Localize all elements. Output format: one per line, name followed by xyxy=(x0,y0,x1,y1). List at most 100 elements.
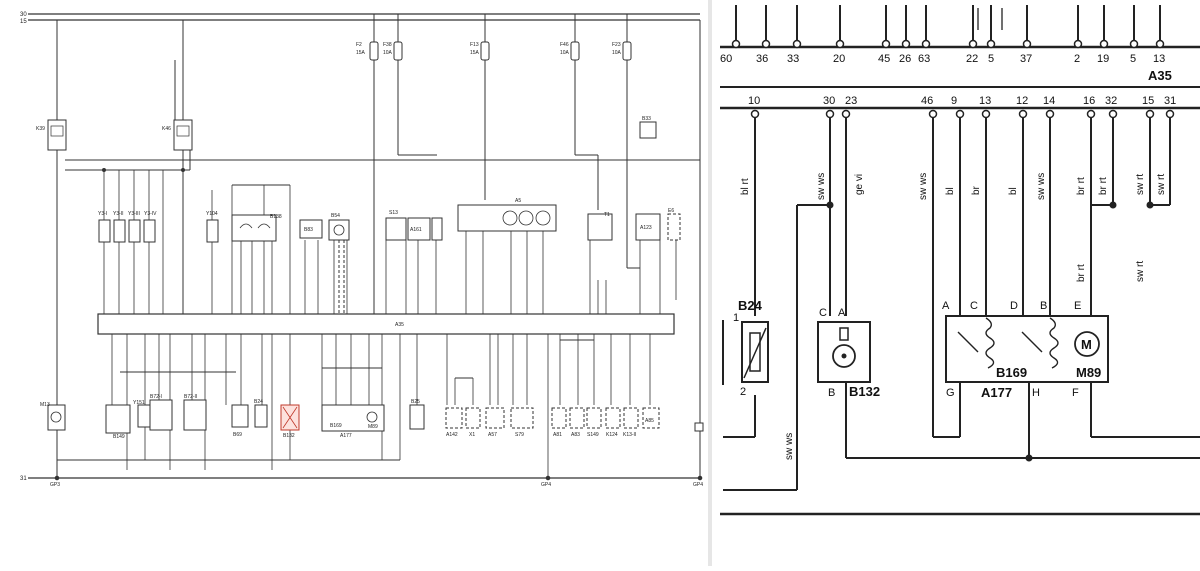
label-b54: B54 xyxy=(331,213,340,219)
label-a161: A161 xyxy=(410,227,422,233)
top-terminal-12 xyxy=(1099,39,1109,49)
top-pin-3: 33 xyxy=(787,53,799,65)
label-a81: A81 xyxy=(553,432,562,438)
top-terminal-5 xyxy=(881,39,891,49)
fuse-label-f38: F38 xyxy=(383,42,392,48)
wire-color-4: sw ws xyxy=(918,173,929,200)
b24-pin-2: 2 xyxy=(740,386,746,398)
top-pin-2: 36 xyxy=(756,53,768,65)
panel-divider xyxy=(708,0,712,566)
injector-y3-iii xyxy=(128,219,141,243)
sensor-b138 xyxy=(231,214,277,242)
switch-s13 xyxy=(385,217,407,241)
injector-y3-i xyxy=(98,219,111,243)
top-terminal-14 xyxy=(1155,39,1165,49)
top-pin-8: 22 xyxy=(966,53,978,65)
wire-color-8: sw ws xyxy=(1036,173,1047,200)
module-a142 xyxy=(445,407,463,429)
valve-y151 xyxy=(137,404,151,428)
lower-pin-23: 23 xyxy=(845,95,857,107)
label-s79: S79 xyxy=(515,432,524,438)
sensor-b69 xyxy=(231,404,249,428)
lower-terminal-3 xyxy=(841,109,851,119)
relay-k39 xyxy=(47,119,67,151)
module-a81 xyxy=(551,407,567,429)
pot-b169-2 xyxy=(1049,317,1059,369)
wire-color-15: sw ws xyxy=(784,433,795,460)
label-b132: B132 xyxy=(849,384,880,399)
lower-terminal-7 xyxy=(1018,109,1028,119)
valve-y104 xyxy=(206,219,219,243)
top-pin-1: 60 xyxy=(720,53,732,65)
a177-pin-c: C xyxy=(970,300,978,312)
relay-k46 xyxy=(173,119,193,151)
label-b83: B83 xyxy=(304,227,313,233)
label-a123: A123 xyxy=(640,225,652,231)
lower-terminal-8 xyxy=(1045,109,1055,119)
fuse-f38 xyxy=(393,41,403,61)
wire-color-5: bl xyxy=(945,187,956,195)
detail-labels: 60 36 33 20 45 26 63 22 5 37 2 19 5 13 A… xyxy=(720,53,1176,460)
top-terminal-3 xyxy=(792,39,802,49)
relay-label-k46: K46 xyxy=(162,126,171,132)
lower-pin-31: 31 xyxy=(1164,95,1176,107)
connector-label-a35: A35 xyxy=(1148,68,1172,83)
lower-terminal-11 xyxy=(1145,109,1155,119)
label-b33: B33 xyxy=(642,116,651,122)
bus-label: A35 xyxy=(395,322,404,328)
module-a123 xyxy=(635,213,661,241)
fuse-amp-f2: 15A xyxy=(356,50,366,56)
label-k124: K124 xyxy=(606,432,618,438)
b132-pin-c: C xyxy=(819,307,827,319)
top-pin-10: 37 xyxy=(1020,53,1032,65)
lower-pin-30: 30 xyxy=(823,95,835,107)
label-k13-ii: K13-II xyxy=(623,432,636,438)
fuse-amp-f13: 15A xyxy=(470,50,480,56)
label-m89-small: M89 xyxy=(368,424,378,430)
ground-label-2: GP4 xyxy=(541,482,551,488)
label-x1: X1 xyxy=(469,432,475,438)
top-pin-7: 63 xyxy=(918,53,930,65)
wire-color-2: sw ws xyxy=(816,173,827,200)
lower-terminal-9 xyxy=(1086,109,1096,119)
ground-label-1: GP3 xyxy=(50,482,60,488)
top-pin-9: 5 xyxy=(988,53,994,65)
lower-pin-32: 32 xyxy=(1105,95,1117,107)
pot-b169-1 xyxy=(985,317,995,369)
label-b138: B138 xyxy=(270,214,282,220)
label-a85: A85 xyxy=(645,418,654,424)
lower-terminal-4 xyxy=(928,109,938,119)
top-pin-5: 45 xyxy=(878,53,890,65)
top-pin-11: 2 xyxy=(1074,53,1080,65)
wire-color-6: br xyxy=(971,185,982,195)
top-terminal-11 xyxy=(1073,39,1083,49)
wire-color-12: sw rt xyxy=(1156,174,1167,195)
lower-pin-16: 16 xyxy=(1083,95,1095,107)
motor-m89 xyxy=(1074,331,1100,357)
label-y3-iii: Y3-III xyxy=(128,211,140,217)
top-terminal-4 xyxy=(835,39,845,49)
sensor-b72-ii xyxy=(183,399,207,431)
label-b69: B69 xyxy=(233,432,242,438)
label-b169: B169 xyxy=(996,365,1027,380)
motor-m13 xyxy=(47,404,66,431)
rail-label-30: 30 xyxy=(20,12,27,18)
injector-y3-iv xyxy=(143,219,156,243)
label-a142: A142 xyxy=(446,432,458,438)
rail-label-31: 31 xyxy=(20,476,27,482)
coil-t1 xyxy=(587,213,613,241)
label-b25: B25 xyxy=(411,399,420,405)
fuse-label-f23: F23 xyxy=(612,42,621,48)
lower-terminal-10 xyxy=(1108,109,1118,119)
cluster-a5 xyxy=(457,204,557,232)
b132-pin-b: B xyxy=(828,387,835,399)
connector-x1 xyxy=(465,407,481,429)
label-y3-i: Y3-I xyxy=(98,211,107,217)
lower-terminal-6 xyxy=(981,109,991,119)
sensor-b54 xyxy=(328,219,350,241)
fuse-label-f2: F2 xyxy=(356,42,362,48)
label-e6: E6 xyxy=(668,208,674,214)
rail-label-15: 15 xyxy=(20,19,27,25)
module-a161 xyxy=(407,217,431,241)
top-terminal-6 xyxy=(901,39,911,49)
